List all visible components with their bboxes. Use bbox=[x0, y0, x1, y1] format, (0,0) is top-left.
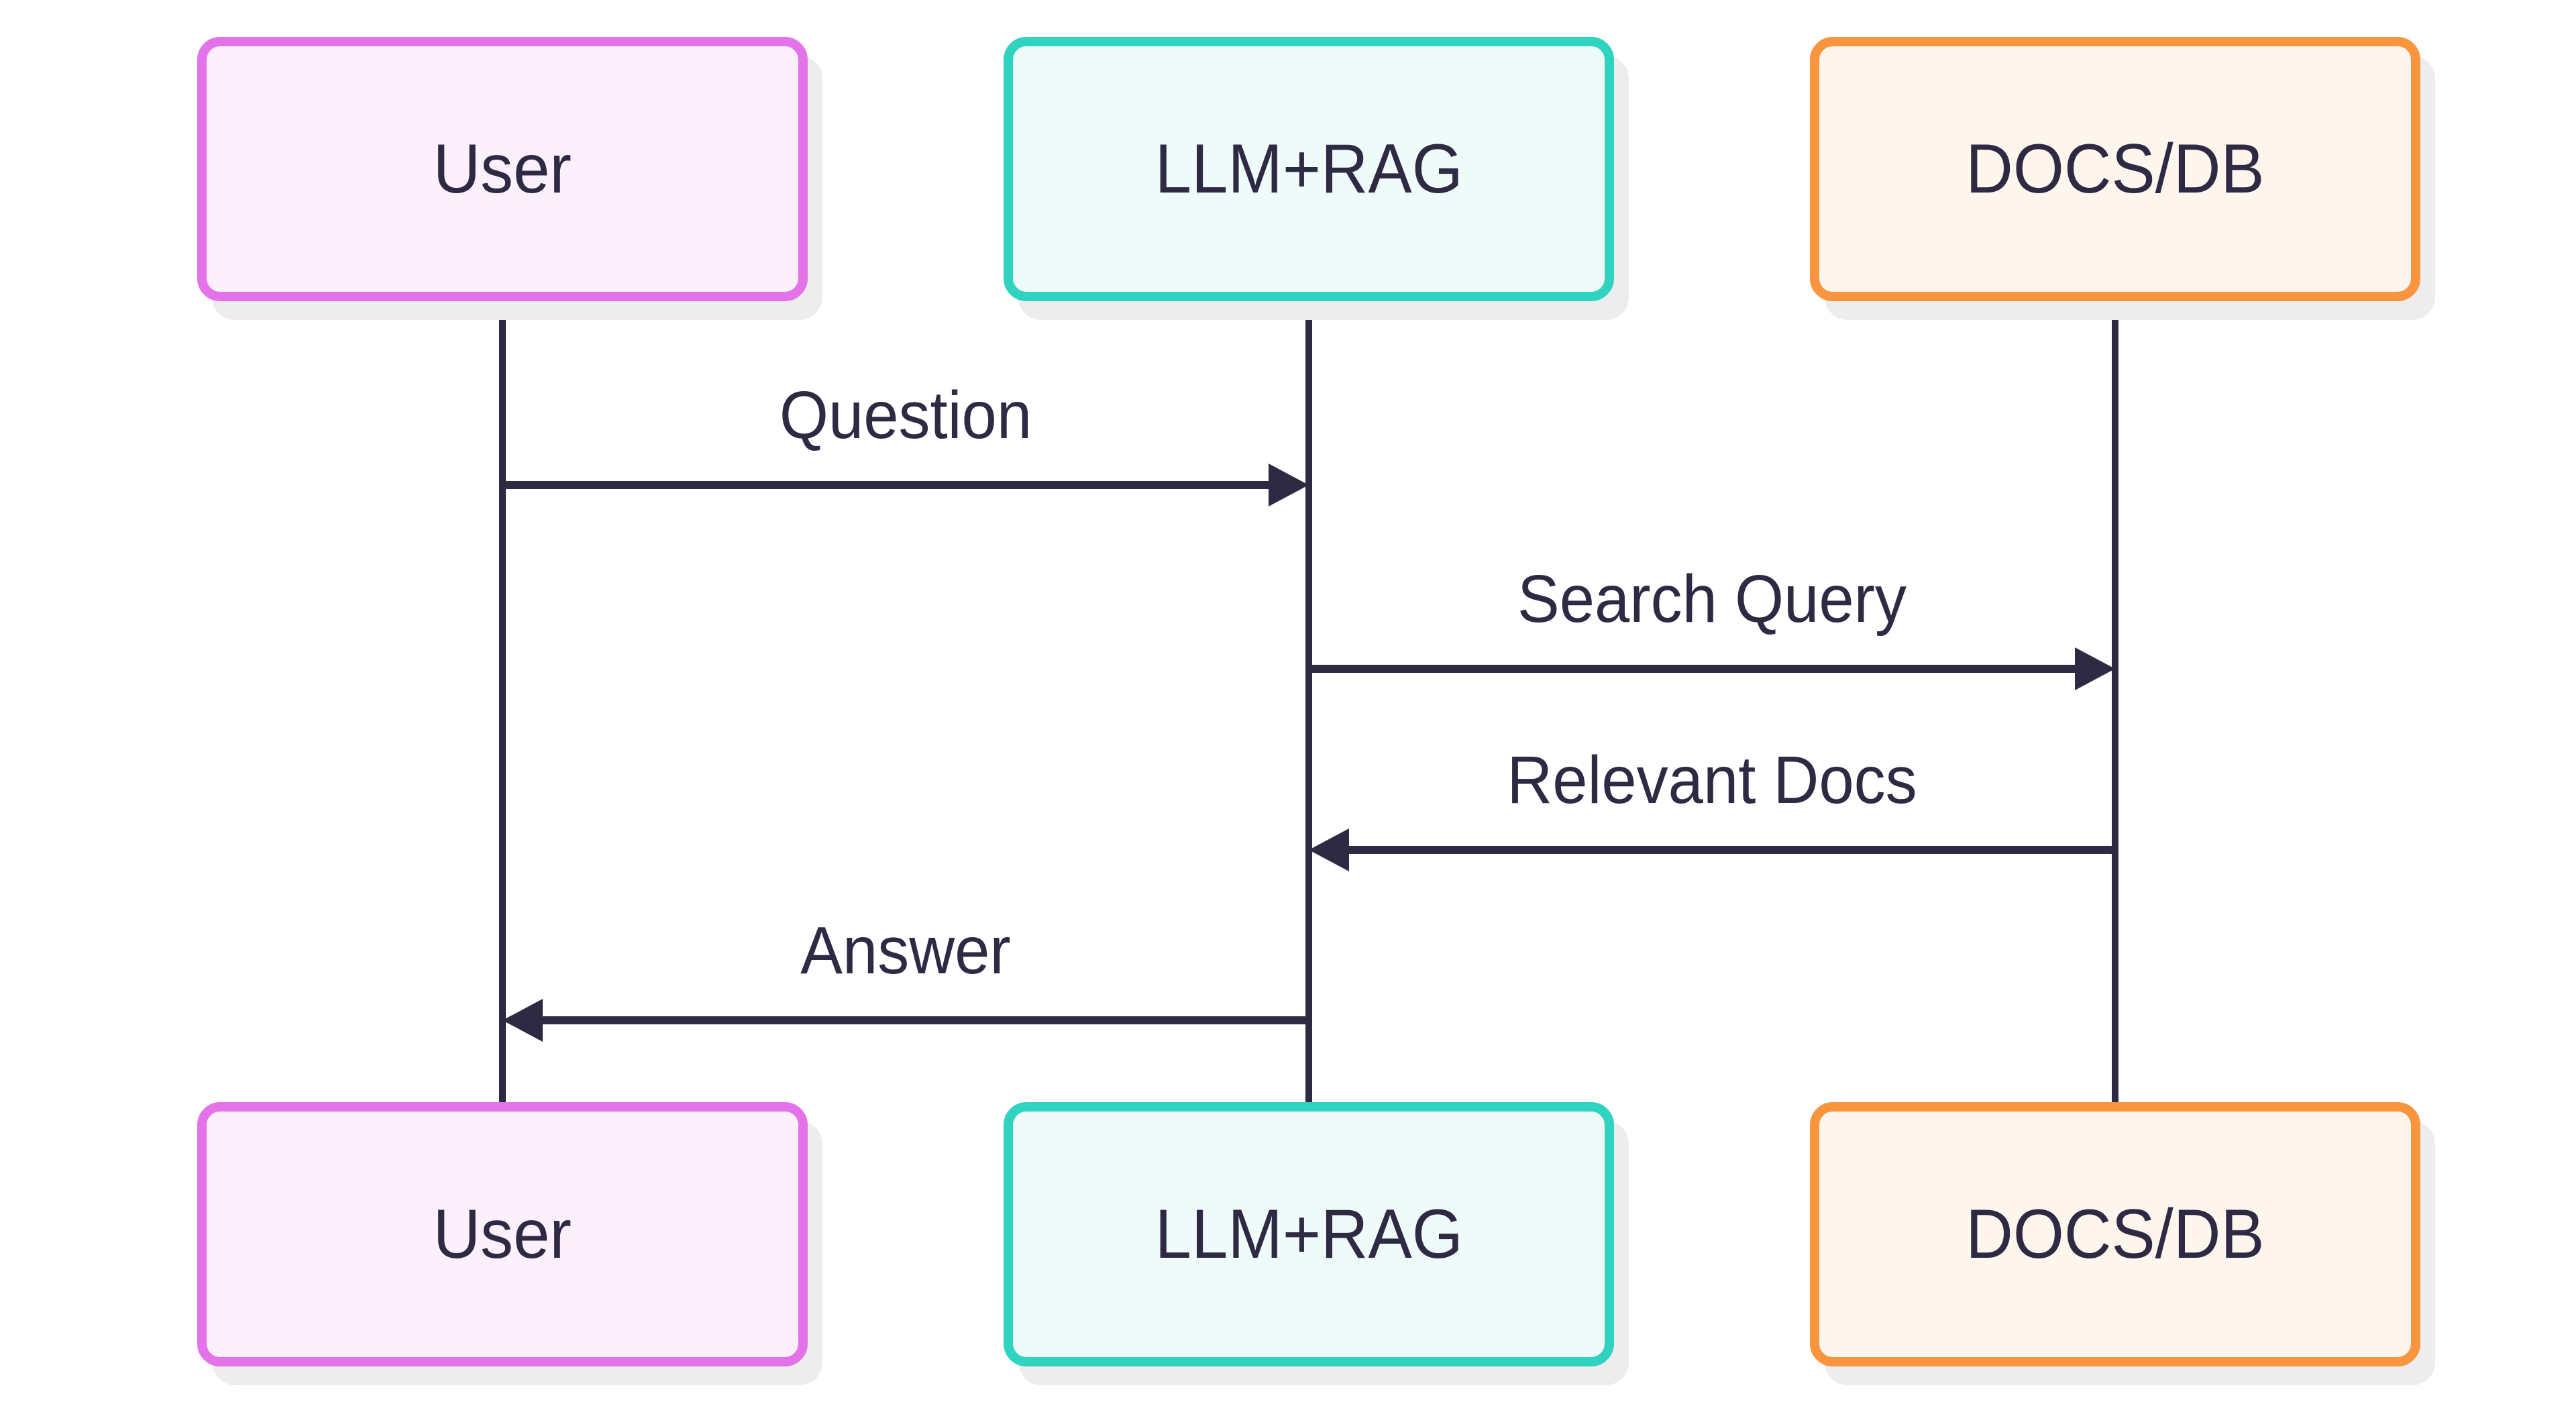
actor-label-docs-db: DOCS/DB bbox=[1966, 1195, 2265, 1273]
actor-box-user-top: User bbox=[197, 37, 808, 301]
actor-box-docs-db-bottom: DOCS/DB bbox=[1810, 1102, 2420, 1366]
arrowhead-right-icon bbox=[1269, 464, 1309, 506]
message-label-question: Question bbox=[779, 378, 1032, 453]
lifeline-docs-db bbox=[2112, 299, 2118, 1105]
actor-box-llm-rag-bottom: LLM+RAG bbox=[1004, 1102, 1614, 1366]
arrow-shaft bbox=[1309, 665, 2084, 673]
arrow-shaft bbox=[502, 481, 1278, 489]
arrow-shaft bbox=[1340, 846, 2115, 854]
actor-label-user: User bbox=[433, 129, 572, 208]
arrowhead-left-icon bbox=[1309, 828, 1349, 871]
arrowhead-right-icon bbox=[2075, 647, 2115, 690]
actor-box-llm-rag-top: LLM+RAG bbox=[1004, 37, 1614, 301]
message-label-relevant-docs: Relevant Docs bbox=[1507, 743, 1917, 818]
arrowhead-left-icon bbox=[502, 999, 543, 1042]
actor-label-docs-db: DOCS/DB bbox=[1966, 129, 2265, 208]
actor-label-user: User bbox=[433, 1195, 572, 1273]
arrow-shaft bbox=[533, 1016, 1309, 1024]
actor-box-user-bottom: User bbox=[197, 1102, 808, 1366]
actor-box-docs-db-top: DOCS/DB bbox=[1810, 37, 2420, 301]
message-label-search-query: Search Query bbox=[1517, 561, 1907, 637]
actor-label-llm-rag: LLM+RAG bbox=[1155, 129, 1463, 208]
message-label-answer: Answer bbox=[800, 913, 1011, 988]
lifeline-llm-rag bbox=[1305, 299, 1312, 1105]
actor-label-llm-rag: LLM+RAG bbox=[1155, 1195, 1463, 1273]
lifeline-user bbox=[499, 299, 506, 1105]
